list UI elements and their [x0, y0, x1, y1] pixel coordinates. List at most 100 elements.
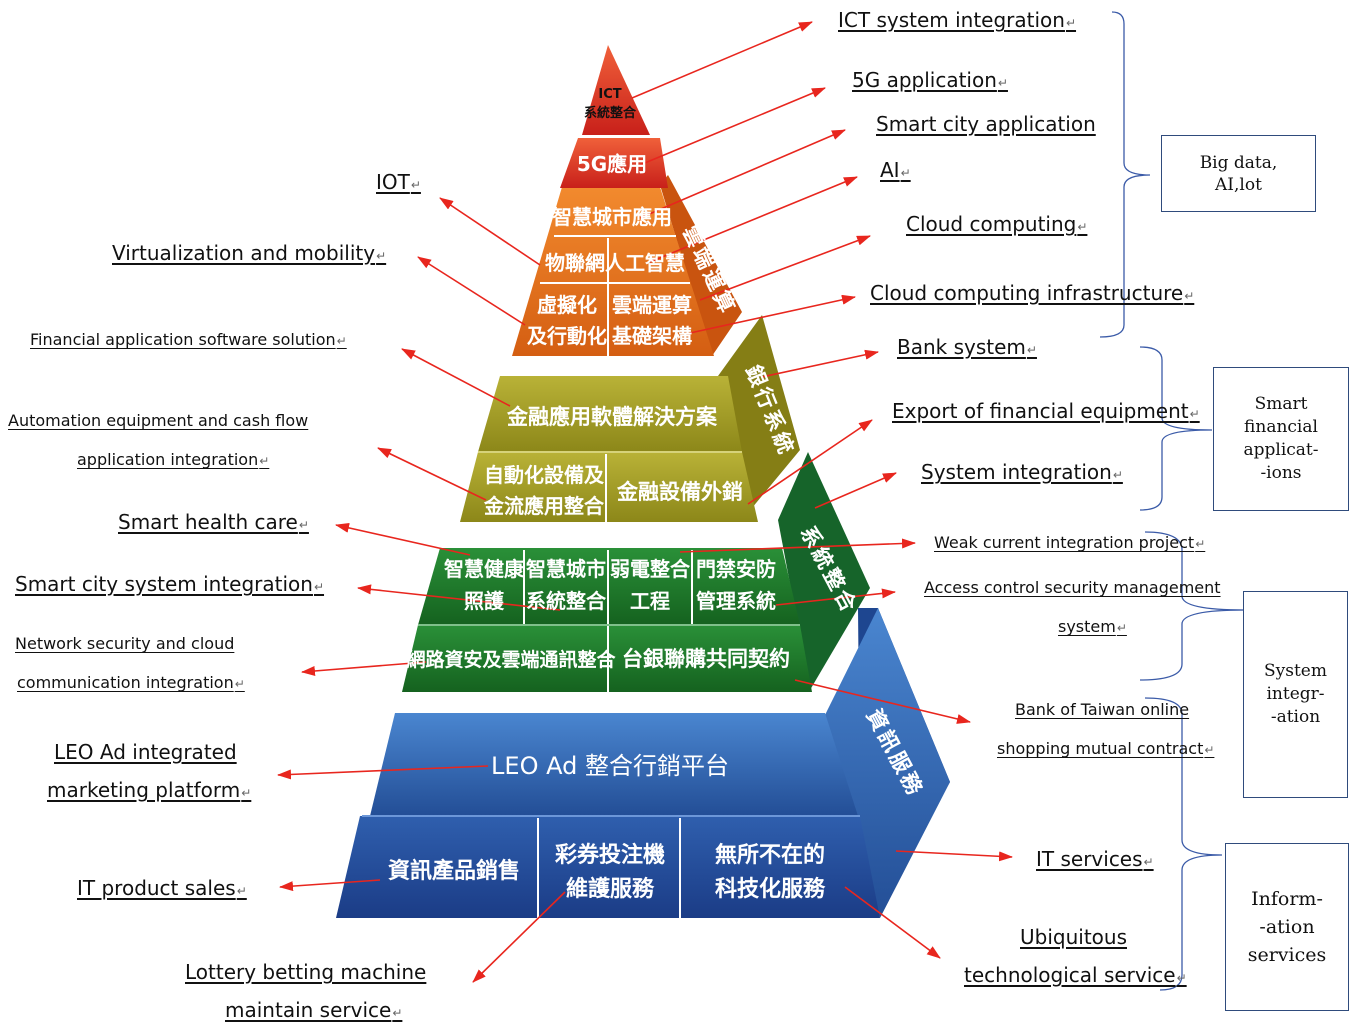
category-box-info-serv-text: Inform- -ation services [1247, 888, 1327, 966]
tier-automation-text: 自動化設備及金流應用整合 [483, 463, 605, 518]
arrow-weak [679, 538, 916, 553]
tier-weak-current-line1: 弱電整合 [610, 557, 691, 581]
label-health-text: Smart health care [118, 510, 298, 534]
arrow-5g [639, 87, 826, 166]
tier-virtual-line2: 及行動化 [527, 324, 607, 348]
tier-ict-line1: ICT [598, 87, 621, 102]
tier-iot-text: 物聯網 [545, 251, 605, 275]
category-box-bigdata-text: Big data, AI,lot [1199, 152, 1278, 195]
label-it-product: IT product sales↵ [77, 876, 247, 900]
label-lottery-2: maintain service↵ [225, 998, 402, 1022]
label-automation-2-text: application integration [77, 450, 259, 469]
return-mark: ↵ [236, 884, 247, 898]
return-mark: ↵ [1077, 220, 1088, 234]
arrow-bot [794, 679, 971, 724]
arrow-ubiquitous [844, 886, 941, 959]
arrow-access [775, 588, 896, 606]
arrow-city-sys [357, 584, 561, 611]
tier-orange-side [660, 175, 742, 356]
connector-arrows [277, 21, 1013, 983]
tier-city-sys-line1: 智慧城市 [526, 557, 606, 581]
brace-bigdata [1099, 11, 1151, 338]
arrow-sysint [814, 472, 897, 509]
label-ubiquitous-1: Ubiquitous [1020, 925, 1127, 949]
label-sys-int: System integration↵ [921, 460, 1123, 484]
arrow-smart-city-app [639, 129, 846, 219]
label-bank-sys: Bank system↵ [897, 335, 1037, 359]
label-lottery-1-text: Lottery betting machine [185, 960, 427, 984]
arrow-lottery [472, 891, 566, 983]
brace-info-serv [1144, 697, 1223, 991]
tier-blue-bottom [336, 816, 880, 918]
tier-smartcity-text: 智慧城市應用 [552, 205, 672, 229]
tier-blue-top [370, 713, 858, 816]
arrow-leo [277, 765, 489, 780]
label-sys-int-text: System integration [921, 460, 1112, 484]
category-box-bigdata: Big data, AI,lot [1161, 135, 1316, 212]
tier-ai-text: 人工智慧 [605, 251, 685, 275]
label-5g: 5G application↵ [852, 68, 1008, 92]
label-5g-text: 5G application [852, 68, 997, 92]
tier-5g-face [560, 138, 668, 188]
label-smart-city-app-text: Smart city application [876, 112, 1096, 136]
tier-health-line1: 智慧健康 [444, 557, 525, 581]
tier-olive-bottom [460, 452, 758, 522]
tier-ubiquitous-text: 無所不在的科技化服務 [715, 842, 826, 902]
return-mark: ↵ [1143, 855, 1154, 869]
label-ict: ICT system integration↵ [838, 8, 1076, 32]
arrow-ai [649, 176, 858, 263]
label-cloud-text: Cloud computing [906, 212, 1077, 236]
tier-lottery-text: 彩券投注機維護服務 [554, 842, 665, 902]
label-leo-1-text: LEO Ad integrated [54, 740, 237, 764]
arrow-automation [377, 447, 487, 501]
arrow-cloud [699, 235, 871, 301]
return-mark: ↵ [313, 580, 325, 594]
category-box-sys-integ-text: System integr- -ation [1264, 661, 1327, 727]
label-access-2: system↵ [1058, 617, 1127, 636]
tier-cloud-infra-line2: 基礎架構 [612, 324, 692, 348]
label-fin-app-text: Financial application software solution [30, 330, 336, 349]
label-export: Export of financial equipment↵ [892, 399, 1200, 423]
tier-orange-face [512, 187, 714, 356]
return-mark: ↵ [241, 786, 252, 800]
tier-health-line2: 照護 [464, 589, 505, 613]
label-weak: Weak current integration project↵ [934, 533, 1205, 552]
tier-ict-face [582, 45, 650, 135]
return-mark: ↵ [1112, 468, 1123, 482]
tier-access-line1: 門禁安防 [696, 557, 776, 581]
label-cloud-infra: Cloud computing infrastructure↵ [870, 281, 1194, 305]
brace-smart-fin [1139, 346, 1213, 511]
arrow-it-services [895, 850, 1013, 862]
tier-city-sys-text: 智慧城市系統整合 [526, 557, 607, 613]
return-mark: ↵ [1189, 407, 1200, 421]
label-fin-app: Financial application software solution↵ [30, 330, 347, 349]
arrow-virtual [417, 256, 526, 326]
tier-ubiquitous-line2: 科技化服務 [715, 876, 826, 902]
return-mark: ↵ [298, 518, 309, 532]
return-mark: ↵ [1065, 16, 1077, 30]
label-it-services: IT services↵ [1036, 847, 1154, 871]
return-mark: ↵ [410, 178, 421, 192]
label-it-services-text: IT services [1036, 847, 1143, 871]
arrow-cloud-infra [689, 294, 856, 334]
label-lottery-1: Lottery betting machine [185, 960, 426, 984]
label-ict-text: ICT system integration [838, 8, 1065, 32]
label-weak-text: Weak current integration project [934, 533, 1195, 552]
tier-5g-text: 5G應用 [577, 152, 647, 176]
arrow-ict [631, 21, 813, 99]
label-cloud: Cloud computing↵ [906, 212, 1087, 236]
tier-ubiquitous-line1: 無所不在的 [715, 842, 825, 868]
label-bot-1: Bank of Taiwan online [1015, 700, 1189, 719]
category-box-sys-integ: System integr- -ation [1243, 591, 1348, 798]
tier-fin-app-text: 金融應用軟體解決方案 [506, 405, 718, 429]
tier-access-line2: 管理系統 [696, 589, 776, 613]
label-ubiquitous-1-text: Ubiquitous [1020, 925, 1127, 949]
category-box-info-serv: Inform- -ation services [1225, 843, 1349, 1011]
tier-lottery-line1: 彩券投注機 [554, 842, 665, 868]
category-box-smart-fin: Smart financial applicat- -ions [1213, 367, 1349, 511]
tier-virtual-text: 虛擬化及行動化 [527, 293, 607, 348]
return-mark: ↵ [900, 166, 911, 180]
return-mark: ↵ [1176, 971, 1187, 985]
